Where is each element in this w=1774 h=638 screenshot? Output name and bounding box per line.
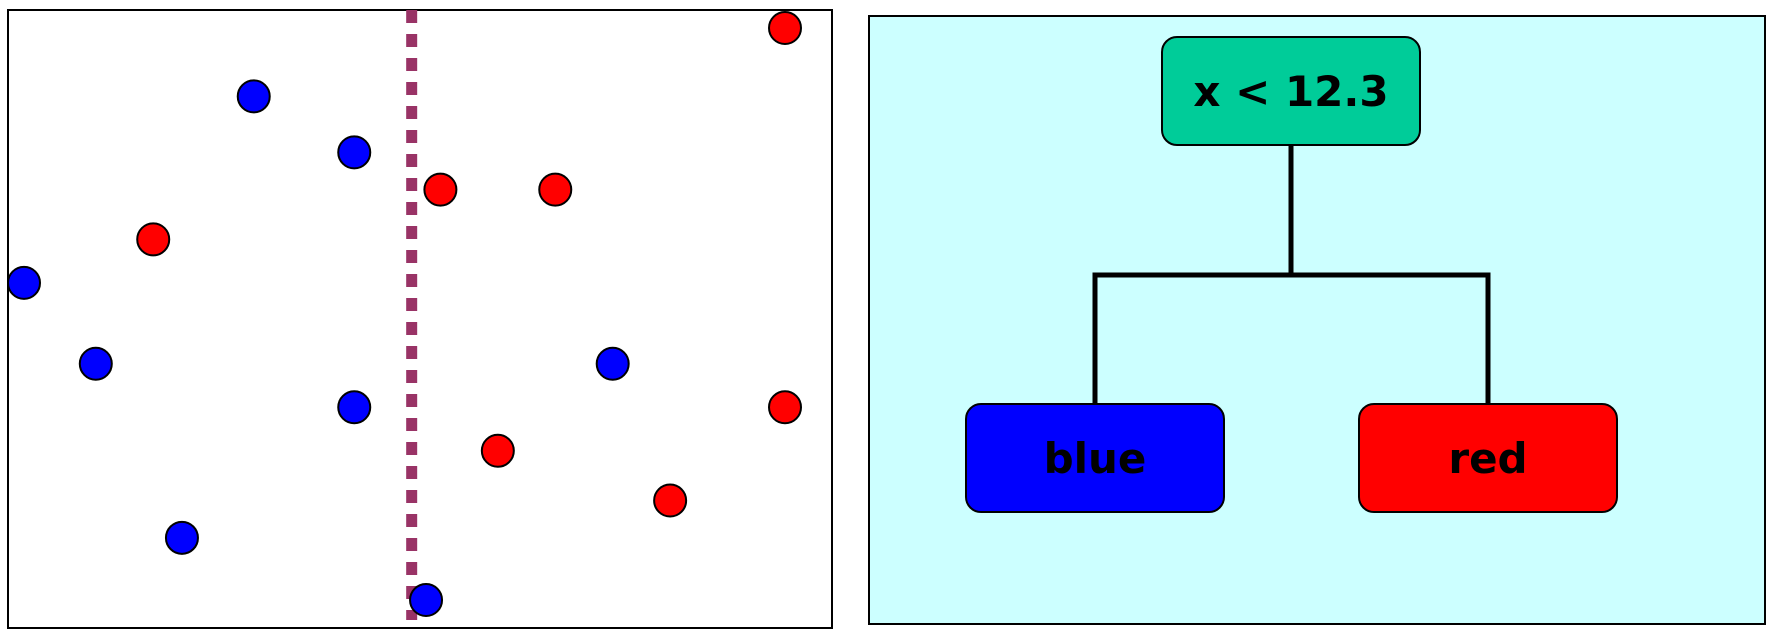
data-point-red-11 — [538, 172, 573, 207]
data-point-red-10 — [423, 172, 458, 207]
data-point-red-3 — [136, 222, 171, 257]
tree-connectors — [1092, 146, 1491, 403]
data-point-blue-5 — [78, 346, 113, 381]
connector-root-to-red — [1291, 272, 1491, 403]
points-layer — [7, 11, 802, 617]
data-point-blue-7 — [164, 520, 199, 555]
data-point-red-13 — [768, 390, 802, 425]
scatter-plot — [7, 9, 833, 629]
data-point-blue-2 — [337, 135, 372, 170]
data-point-red-9 — [768, 11, 802, 45]
root-node-label: x < 12.3 — [1193, 66, 1389, 116]
scatter-plot-frame — [7, 9, 833, 629]
data-point-blue-1 — [236, 79, 271, 114]
data-point-red-15 — [653, 483, 688, 518]
leaf-node-blue: blue — [965, 403, 1225, 513]
data-point-red-14 — [480, 433, 515, 468]
data-point-blue-8 — [409, 583, 444, 617]
decision-tree-panel: x < 12.3 blue red — [868, 15, 1766, 625]
root-node: x < 12.3 — [1161, 36, 1421, 146]
data-point-blue-4 — [7, 265, 41, 300]
data-point-blue-6 — [337, 390, 372, 425]
data-point-blue-12 — [595, 346, 630, 381]
leaf-node-red: red — [1358, 403, 1618, 513]
connector-root-to-blue — [1092, 146, 1294, 403]
leaf-node-blue-label: blue — [1043, 433, 1147, 483]
leaf-node-red-label: red — [1448, 433, 1528, 483]
